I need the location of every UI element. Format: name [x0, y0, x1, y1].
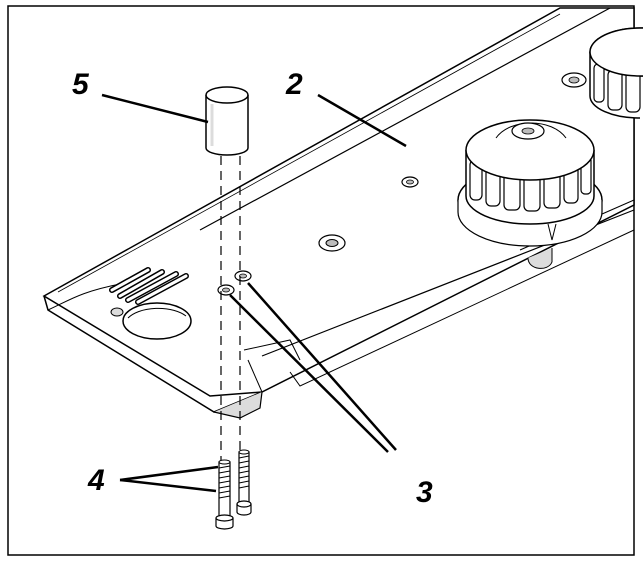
- callout-3: 3: [416, 476, 433, 509]
- leader-5: [101, 93, 209, 124]
- vent-slots: [109, 267, 189, 305]
- leader-2: [317, 93, 407, 148]
- screws-part-4: [215, 449, 252, 530]
- mounting-holes: [110, 72, 587, 340]
- leader-lines: [101, 93, 407, 493]
- callout-2: 2: [286, 68, 303, 101]
- end-cap-part-5: [205, 86, 249, 156]
- callout-5: 5: [72, 68, 89, 101]
- height-adjust-knob: [457, 119, 603, 247]
- leader-4a: [119, 465, 219, 482]
- leader-4b: [119, 478, 217, 493]
- second-knob-partial: [589, 27, 643, 119]
- leader-3b: [247, 282, 397, 451]
- callout-4: 4: [88, 464, 105, 497]
- leader-3a: [229, 294, 389, 453]
- dashed-assembly-lines: [220, 156, 241, 462]
